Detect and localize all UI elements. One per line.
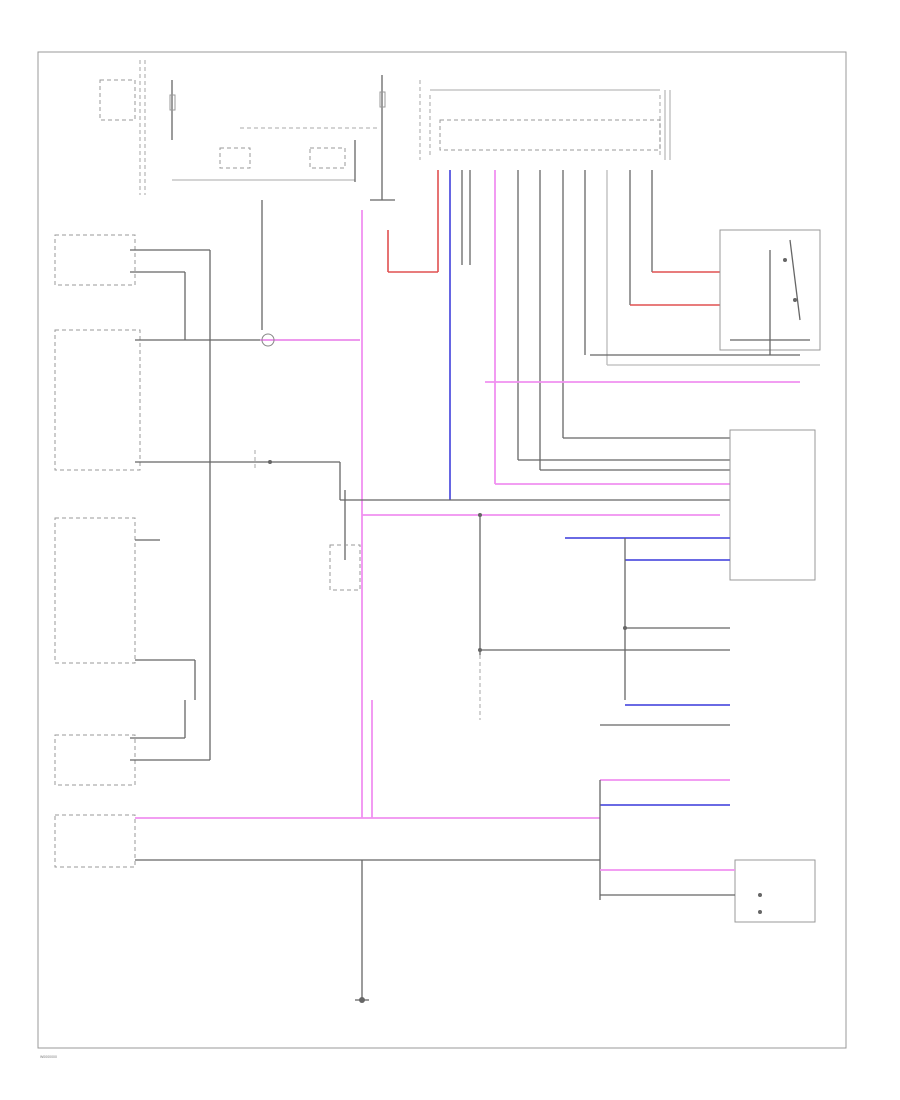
diagram-frame	[37, 51, 847, 1049]
left-steering-wheel-switch	[54, 329, 360, 500]
lane-keeping-switch	[600, 859, 816, 923]
fuse-top-center	[370, 75, 421, 201]
headlamp-switch	[565, 429, 816, 700]
left-trim-switch	[54, 234, 211, 760]
fuse-block-left	[99, 60, 380, 330]
wire-bundle-top	[387, 170, 730, 500]
lane-departure-switch	[599, 779, 730, 900]
pedal-illumination-lamp	[54, 814, 600, 868]
connector-top-right	[429, 89, 671, 160]
right-steering-wheel-switch	[54, 517, 196, 700]
right-trim-switch	[54, 700, 210, 786]
figure-id: W0000000	[40, 1055, 57, 1059]
instrument-panel-dimmer	[485, 229, 821, 383]
right-steering-wheel-illumination	[480, 627, 730, 726]
center-trunk	[329, 210, 730, 1003]
